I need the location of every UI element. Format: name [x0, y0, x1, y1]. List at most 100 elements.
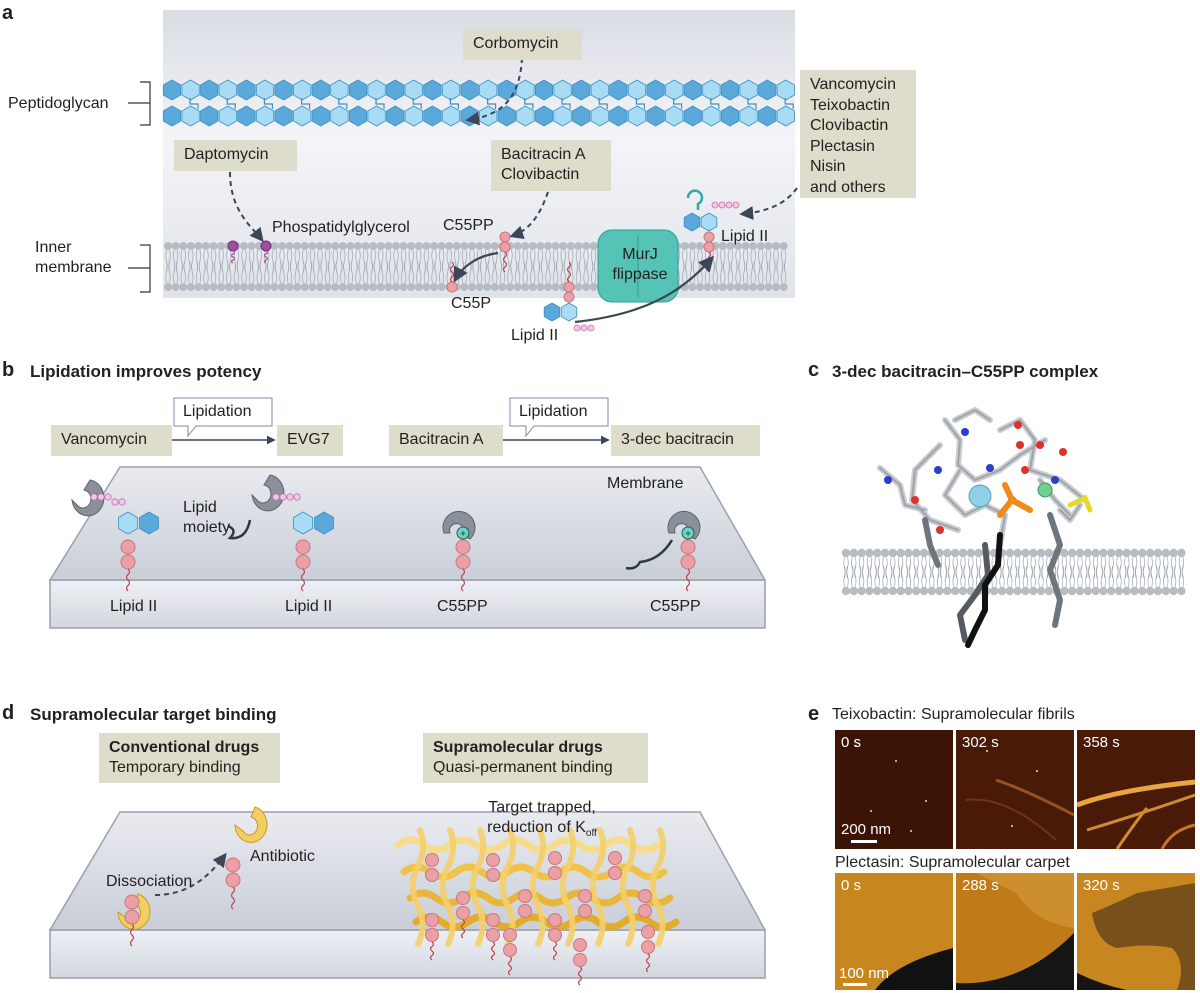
- membrane-head: [1122, 548, 1132, 558]
- afm-time-label: 288 s: [962, 877, 999, 894]
- membrane-head: [308, 283, 317, 291]
- membrane-head: [1138, 586, 1147, 596]
- membrane-head: [865, 548, 874, 558]
- atom: [1016, 441, 1024, 449]
- phosphate-sphere: [425, 868, 439, 882]
- membrane-tail: [1022, 565, 1028, 587]
- plus-sign: +: [685, 529, 691, 540]
- vancomycin-box: Vancomycin: [51, 425, 172, 456]
- lipid-ii-label-1: Lipid II: [110, 598, 158, 615]
- membrane-head: [338, 242, 347, 250]
- peptide-bead: [573, 324, 581, 332]
- afm-tile-plectasin-3: 320 s: [1077, 873, 1195, 990]
- sugar-hexagon: [665, 79, 684, 101]
- membrane-tail: [750, 261, 756, 284]
- sugar-hexagon: [609, 105, 628, 127]
- membrane-tail: [416, 261, 422, 284]
- sugar-hexagon: [441, 105, 461, 127]
- membrane-head: [841, 548, 851, 558]
- membrane-tail: [439, 261, 445, 284]
- peptide-bead: [293, 493, 301, 501]
- membrane-head: [688, 242, 697, 250]
- membrane-tail: [591, 261, 597, 284]
- sodium-ion: [1037, 482, 1053, 498]
- peptide-bead: [97, 493, 105, 501]
- membrane-tail: [1116, 557, 1122, 579]
- membrane-head: [1091, 548, 1100, 558]
- sugar-hexagon: [200, 105, 219, 127]
- membrane-head: [726, 242, 735, 250]
- flipping-arrow: [574, 255, 715, 324]
- membrane-tail: [960, 565, 966, 587]
- dec-bacitracin-box: 3-dec bacitracin: [611, 425, 760, 456]
- sugar-hexagon: [543, 302, 561, 322]
- membrane-head: [997, 586, 1007, 596]
- membrane-head: [741, 283, 750, 291]
- scale-bar-label: 100 nm: [839, 965, 890, 982]
- membrane-head: [506, 283, 514, 291]
- membrane-head: [1169, 548, 1178, 558]
- membrane-tail: [385, 261, 391, 284]
- membrane-tail: [431, 261, 437, 284]
- membrane-tail: [960, 557, 966, 579]
- membrane-head: [1013, 548, 1022, 558]
- peptide-crosslink: [338, 98, 348, 109]
- phosphate-sphere: [225, 857, 241, 873]
- and-others-text: and others: [810, 178, 886, 196]
- membrane-tail: [913, 565, 919, 587]
- sugar-hexagon: [367, 105, 386, 127]
- membrane-tail: [309, 261, 315, 284]
- sugar-hexagon: [274, 105, 293, 127]
- membrane-head: [164, 242, 172, 250]
- supramolecular-fibril: [469, 827, 487, 947]
- peptide-crosslink: [710, 98, 720, 109]
- bacitracin-bond: [944, 469, 1006, 546]
- phosphate-sphere: [503, 943, 517, 957]
- vancomycin-text: Vancomycin: [810, 76, 896, 93]
- bacitracin-bond: [1059, 504, 1081, 521]
- membrane-head: [958, 548, 968, 558]
- membrane-head: [896, 548, 905, 558]
- membrane-head: [1036, 548, 1046, 558]
- membrane-head: [285, 242, 294, 250]
- phosphate-sphere: [295, 554, 311, 570]
- membrane-head: [1013, 586, 1022, 596]
- membrane-tail: [1116, 565, 1122, 587]
- membrane-head: [430, 242, 438, 250]
- bacitracin-arrow: [509, 191, 549, 240]
- afm-tile-plectasin-1: 0 s 100 nm: [835, 873, 953, 990]
- bacitracin-bond: [954, 409, 991, 421]
- lipid-tail: [460, 568, 466, 592]
- afm-tile-teixobactin-3: 358 s: [1077, 730, 1195, 849]
- phosphate-sphere: [486, 928, 500, 942]
- panel-a-letter: a: [2, 2, 14, 24]
- membrane-head: [452, 242, 461, 250]
- peptidoglycan-bracket: [128, 81, 151, 126]
- panel-a-artwork: [128, 57, 798, 332]
- phosphate-sphere: [124, 909, 140, 925]
- sugar-hexagon: [572, 105, 591, 127]
- membrane-head: [857, 586, 866, 596]
- membrane-tail: [1007, 557, 1013, 579]
- bacitracin-clovibactin-box: Bacitracin A Clovibactin: [491, 140, 611, 191]
- panel-b-artwork: ++: [71, 397, 701, 592]
- membrane-tail: [1139, 557, 1145, 579]
- membrane-head: [209, 283, 218, 291]
- membrane-head: [1138, 548, 1147, 558]
- side-chain: [922, 517, 941, 568]
- phosphate-sphere: [260, 240, 272, 252]
- membrane-tail: [1069, 565, 1075, 587]
- membrane-tail: [874, 557, 880, 579]
- membrane-tail: [866, 557, 872, 579]
- sugar-hexagon: [702, 105, 721, 127]
- membrane-head: [966, 548, 975, 558]
- membrane-tail: [758, 261, 764, 284]
- membrane-head: [483, 283, 492, 291]
- membrane-head: [551, 242, 560, 250]
- membrane-head: [857, 548, 866, 558]
- sugar-hexagon: [758, 105, 777, 127]
- membrane-head: [1153, 586, 1163, 596]
- membrane-head: [316, 283, 324, 291]
- membrane-head: [475, 242, 484, 250]
- panel-b-title: Lipidation improves potency: [30, 362, 262, 381]
